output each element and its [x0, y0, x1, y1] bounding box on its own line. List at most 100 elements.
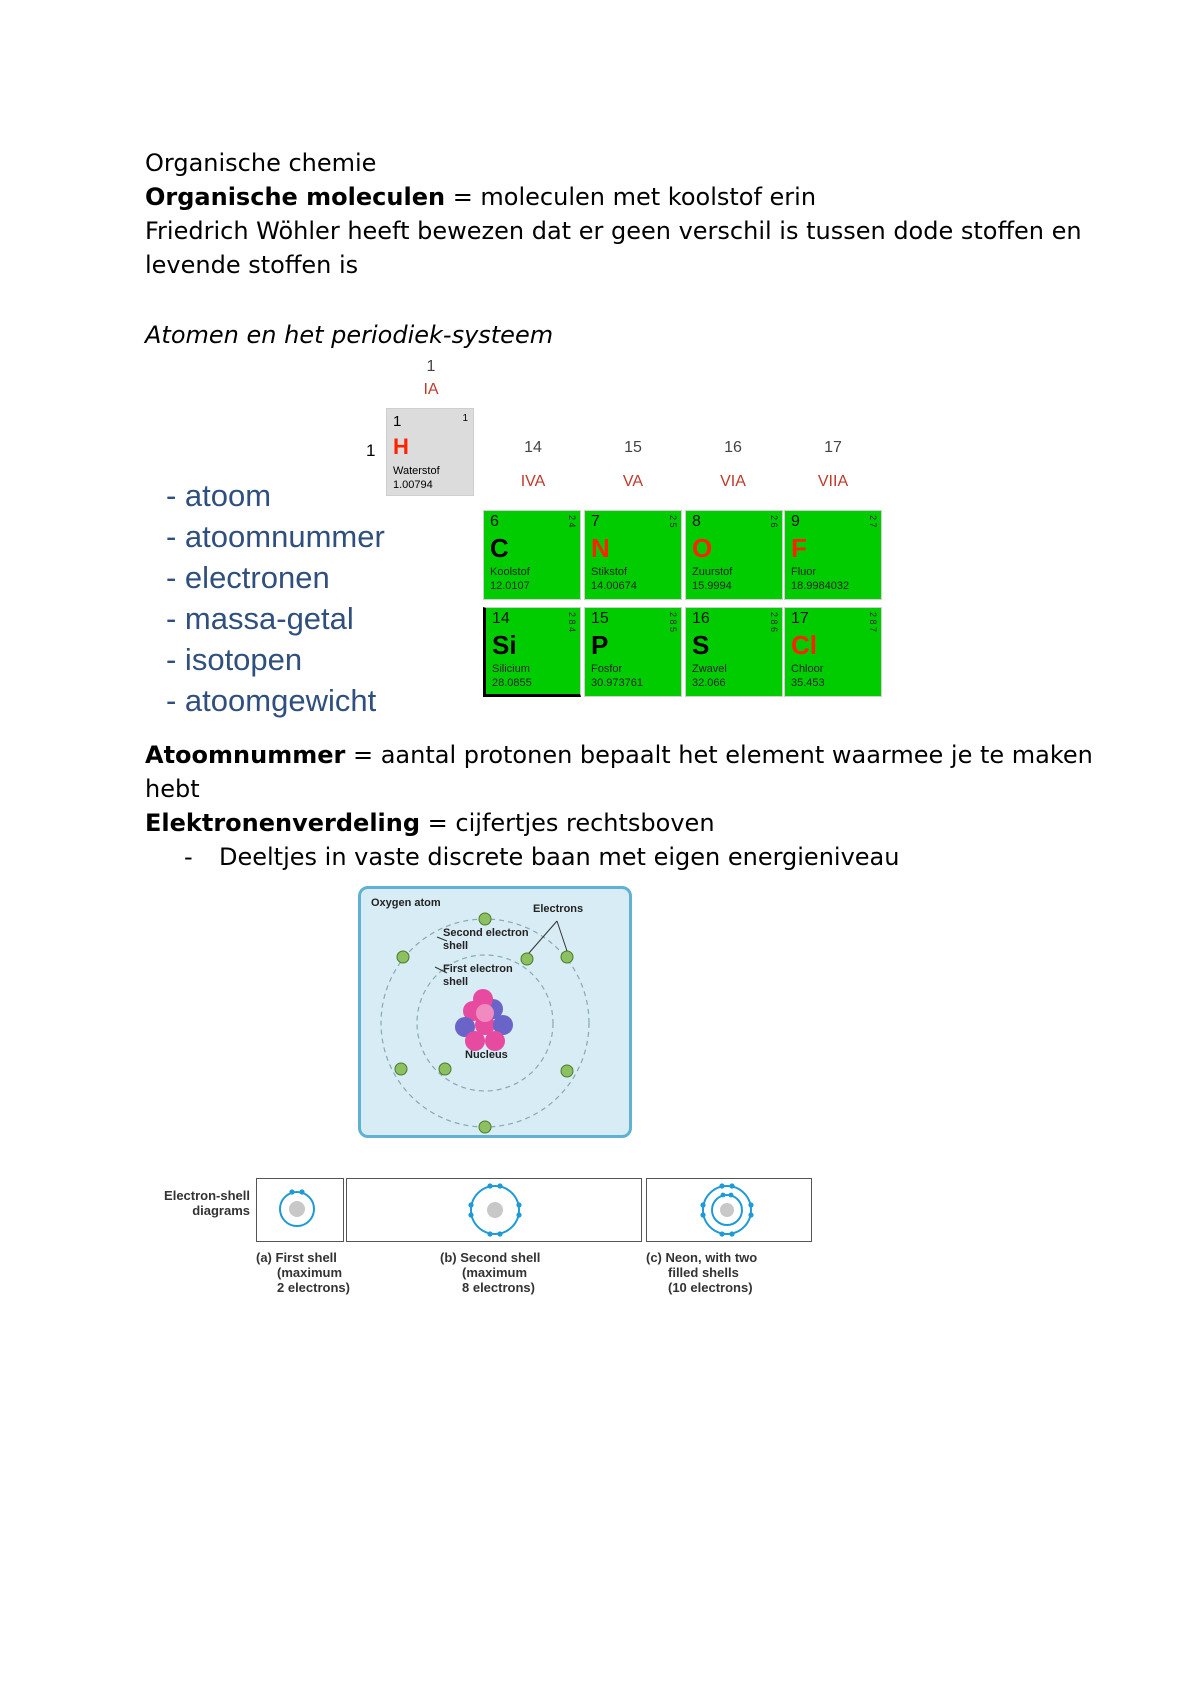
group-number: 1 [426, 358, 436, 375]
atomic-number: 6 [490, 513, 499, 530]
atomic-number: 16 [692, 610, 710, 627]
sentence-line: Friedrich Wöhler heeft bewezen dat er ge… [145, 217, 1082, 245]
shell-caption-b: (b) Second shell (maximum 8 electrons) [440, 1250, 540, 1295]
caption-line: (b) Second shell [440, 1250, 541, 1265]
caption-line: filled shells [668, 1265, 739, 1280]
element-cell-sulfur: 16 2 8 6 S Zwavel 32.066 [685, 607, 783, 697]
definition-organic-molecules: Organische moleculen = moleculen met koo… [145, 180, 816, 214]
shell-config: 2 4 [567, 515, 577, 528]
element-cell-silicon: 14 2 8 4 Si Silicium 28.0855 [483, 607, 581, 697]
definition-text: = aantal protonen bepaalt het element wa… [345, 741, 1093, 769]
side-label-line: diagrams [192, 1203, 250, 1218]
neon-shell-diagram [700, 1183, 754, 1237]
shell-config: 2 5 [668, 515, 678, 528]
shell-config: 2 6 [769, 515, 779, 528]
element-symbol: O [692, 533, 713, 563]
element-name: Zwavel [692, 663, 727, 675]
atomic-number: 9 [791, 513, 800, 530]
element-cell-chlorine: 17 2 8 7 Cl Chloor 35.453 [784, 607, 882, 697]
element-symbol: P [591, 630, 609, 660]
group-roman: VIIA [817, 473, 849, 490]
element-name: Fluor [791, 566, 817, 578]
list-item: - atoomnummer [166, 519, 385, 554]
shell-config: 2 8 5 [668, 612, 678, 633]
list-item: - massa-getal [166, 601, 354, 636]
atomic-weight: 32.066 [692, 677, 726, 689]
definition-term: Organische moleculen [145, 183, 446, 211]
caption-line: (maximum [277, 1265, 343, 1280]
caption-line: (10 electrons) [668, 1280, 753, 1295]
atomic-weight: 18.9984032 [791, 580, 850, 592]
group-roman: IA [423, 381, 439, 398]
element-name: Waterstof [393, 465, 440, 477]
element-cell-hydrogen: 1 1 H Waterstof 1.00794 [386, 408, 474, 496]
element-name: Stikstof [591, 566, 628, 578]
atomic-number: 17 [791, 610, 809, 627]
first-shell-diagram [279, 1189, 315, 1227]
element-symbol: Cl [791, 630, 817, 660]
shell-config: 2 8 4 [567, 612, 577, 633]
diagram-title: Oxygen atom [371, 897, 441, 909]
second-shell-label: shell [443, 940, 469, 952]
caption-line: (c) Neon, with two [646, 1250, 758, 1265]
shell-caption-c: (c) Neon, with two filled shells (10 ele… [646, 1250, 757, 1295]
list-item: - isotopen [166, 642, 303, 677]
element-name: Fosfor [591, 663, 623, 675]
period-label: 1 [366, 441, 376, 460]
first-shell-label: shell [443, 976, 469, 988]
dash-bullet: - [184, 843, 193, 871]
nucleus-label: Nucleus [465, 1049, 508, 1061]
group-number: 16 [724, 439, 742, 456]
shell-config: 2 8 6 [769, 612, 779, 633]
atomic-weight: 12.0107 [490, 580, 530, 592]
element-cell-oxygen: 8 2 6 O Zuurstof 15.9994 [685, 510, 783, 600]
atomic-weight: 15.9994 [692, 580, 732, 592]
atomic-number: 7 [591, 513, 600, 530]
page-heading: Organische chemie [145, 149, 377, 177]
atomic-weight: 35.453 [791, 677, 825, 689]
oxygen-atom-illustration [380, 912, 590, 1134]
element-symbol: H [393, 434, 409, 459]
element-name: Silicium [492, 663, 530, 675]
shell-diagram-side-label: Electron-shell diagrams [156, 1188, 250, 1218]
list-item: - atoomgewicht [166, 683, 377, 718]
definition-term: Atoomnummer [145, 741, 346, 769]
atomic-weight: 30.973761 [591, 677, 643, 689]
dash-item-text: Deeltjes in vaste discrete baan met eige… [219, 843, 900, 871]
element-cell-carbon: 6 2 4 C Koolstof 12.0107 [483, 510, 581, 600]
element-symbol: N [591, 533, 610, 563]
group-number: 17 [824, 439, 842, 456]
group-number: 15 [624, 439, 642, 456]
definition-continuation: hebt [145, 775, 200, 803]
shell-config: 2 8 7 [868, 612, 878, 633]
shell-diagram-panel-a [256, 1178, 344, 1242]
nucleus-icon [455, 989, 513, 1051]
list-item: - atoom [166, 478, 272, 513]
atomic-weight: 28.0855 [492, 677, 532, 689]
group-number: 14 [524, 439, 542, 456]
shell-diagram-panel-c [646, 1178, 812, 1242]
shell-config: 2 7 [868, 515, 878, 528]
shell-diagram-panel-b [346, 1178, 642, 1242]
element-name: Chloor [791, 663, 824, 675]
definition-term: Elektronenverdeling [145, 809, 421, 837]
subheading: Atomen en het periodiek-systeem [145, 321, 554, 349]
electrons-label: Electrons [533, 903, 584, 915]
element-symbol: F [791, 533, 807, 563]
oxygen-atom-diagram: Oxygen atom Electrons Second electron sh… [358, 886, 632, 1138]
definition-electron-distribution: Elektronenverdeling = cijfertjes rechtsb… [145, 806, 715, 840]
definition-text: = cijfertjes rechtsboven [420, 809, 715, 837]
caption-line: 8 electrons) [462, 1280, 535, 1295]
atomic-weight: 14.00674 [591, 580, 637, 592]
element-symbol: C [490, 533, 509, 563]
definition-atomic-number: Atoomnummer = aantal protonen bepaalt he… [145, 738, 1093, 772]
atomic-number: 15 [591, 610, 609, 627]
second-shell-label: Second electron [443, 927, 529, 939]
element-name: Zuurstof [692, 566, 733, 578]
second-shell-diagram [468, 1183, 522, 1237]
sentence-line: levende stoffen is [145, 251, 359, 279]
caption-line: (a) First shell [256, 1250, 337, 1265]
concept-list: - atoom - atoomnummer - electronen - mas… [166, 475, 385, 721]
element-symbol: Si [492, 630, 517, 660]
shell-caption-a: (a) First shell (maximum 2 electrons) [256, 1250, 350, 1295]
